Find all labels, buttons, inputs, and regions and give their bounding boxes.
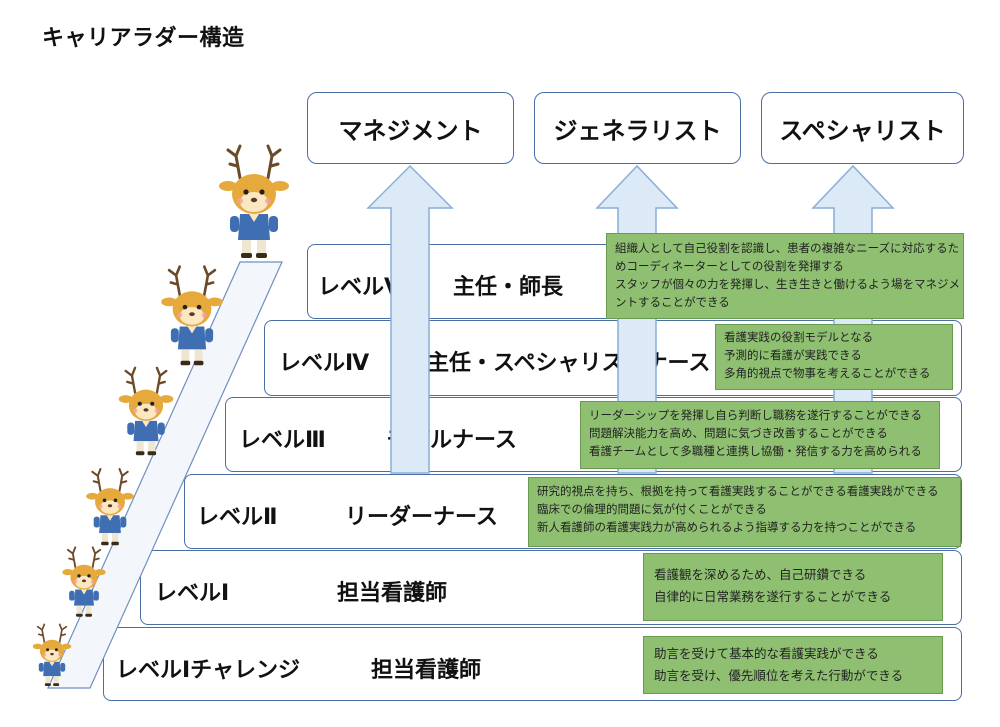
level-1-name: レベルⅠ	[155, 580, 230, 605]
level-5-description: 組織人として自己役割を認識し、患者の複雑なニーズに対応するた めコーディネーター…	[606, 233, 964, 319]
level-3-name: レベルⅢ	[239, 427, 326, 452]
deer-nurse-icon	[217, 144, 291, 260]
level-1-challenge-role: 担当看護師	[371, 657, 482, 682]
description-line: 臨床での倫理的問題に気が付くことができる	[537, 504, 767, 516]
description-line: リーダーシップを発揮し自ら判断し職務を遂行することができる	[589, 410, 923, 422]
description-line: 自律的に日常業務を遂行することができる	[654, 590, 892, 604]
level-3-description: リーダーシップを発揮し自ら判断し職務を遂行することができる 問題解決能力を高め、…	[580, 401, 940, 469]
description-line: 研究的視点を持ち、根拠を持って看護実践することができる看護実践ができる	[537, 486, 939, 498]
description-line: 新人看護師の看護実践力が高められるよう指導する力を持つことができる	[537, 522, 917, 534]
level-1-challenge-description: 助言を受けて基本的な看護実践ができる 助言を受け、優先順位を考えた行動ができる	[643, 636, 943, 694]
description-line: 予測的に看護が実践できる	[724, 350, 862, 362]
career-box-generalist: ジェネラリスト	[534, 92, 741, 164]
description-line: 助言を受け、優先順位を考えた行動ができる	[654, 669, 904, 683]
level-2-role: リーダーナース	[345, 504, 498, 529]
description-line: スタッフが個々の力を発揮し、生き生きと働けるよう場をマネジメ	[615, 279, 960, 291]
level-4-description: 看護実践の役割モデルとなる 予測的に看護が実践できる 多角的視点で物事を考えるこ…	[715, 324, 953, 390]
level-1-role: 担当看護師	[337, 580, 448, 605]
level-1-description: 看護観を深めるため、自己研鑽できる 自律的に日常業務を遂行することができる	[643, 553, 943, 621]
level-2-description: 研究的視点を持ち、根拠を持って看護実践することができる看護実践ができる 臨床での…	[528, 477, 961, 547]
career-box-specialist: スペシャリスト	[761, 92, 964, 164]
description-line: 助言を受けて基本的な看護実践ができる	[654, 647, 879, 661]
description-line: 看護実践の役割モデルとなる	[724, 332, 874, 344]
level-5-role: 主任・師長	[453, 274, 564, 299]
level-2-name: レベルⅡ	[197, 504, 278, 529]
description-line: めコーディネーターとしての役割を発揮する	[615, 261, 844, 273]
description-line: 問題解決能力を高め、問題に気づき改善することができる	[589, 428, 888, 440]
ladder-band	[47, 261, 283, 689]
description-line: 看護観を深めるため、自己研鑽できる	[654, 568, 867, 582]
level-1-challenge-name: レベルⅠチャレンジ	[116, 657, 300, 682]
page-title: キャリアラダー構造	[42, 25, 245, 50]
level-4-name: レベルⅣ	[279, 350, 370, 375]
description-line: 看護チームとして多職種と連携し協働・発信する力を高められる	[589, 446, 922, 458]
career-box-management: マネジメント	[307, 92, 514, 164]
description-line: ントすることができる	[615, 297, 730, 309]
description-line: 多角的視点で物事を考えることができる	[724, 368, 931, 380]
description-line: 組織人として自己役割を認識し、患者の複雑なニーズに対応するた	[615, 243, 960, 255]
